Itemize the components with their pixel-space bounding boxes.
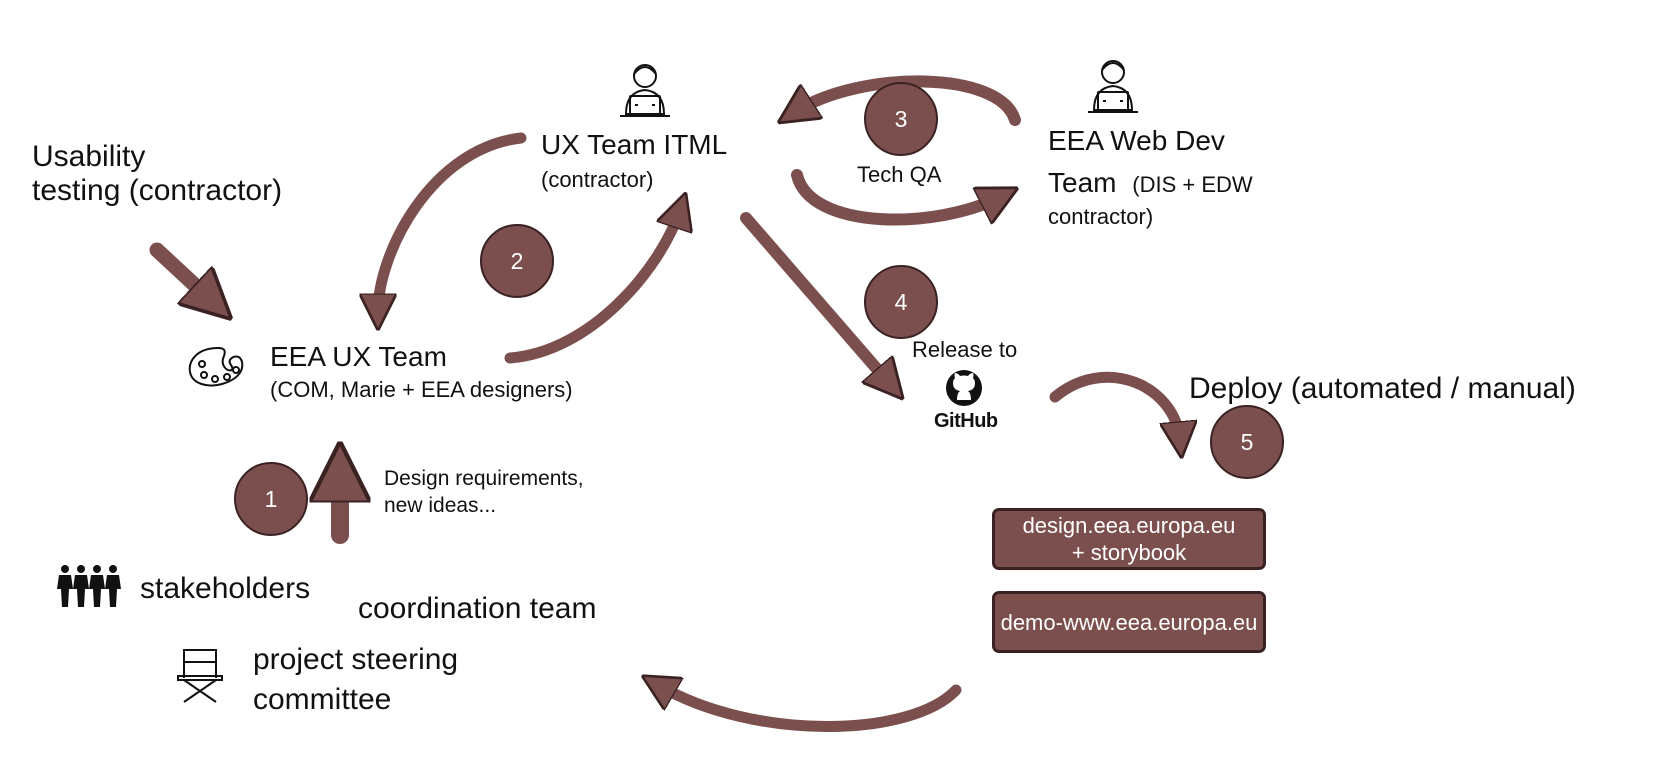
developer-laptop-icon bbox=[620, 64, 670, 117]
github-wordmark: GitHub bbox=[934, 410, 998, 432]
ux-itml-title: UX Team ITML bbox=[541, 129, 728, 160]
step-5-badge: 5 bbox=[1210, 405, 1284, 479]
tech-qa-label: Tech QA bbox=[857, 162, 942, 187]
ux-itml-subtitle: (contractor) bbox=[541, 167, 654, 192]
design-site-box: design.eea.europa.eu + storybook bbox=[992, 508, 1266, 570]
web-dev-note: (DIS + EDW bbox=[1132, 172, 1253, 197]
web-dev-note-line3: contractor) bbox=[1048, 204, 1154, 229]
eea-ux-title: EEA UX Team bbox=[270, 341, 447, 372]
step-1-badge: 1 bbox=[234, 462, 308, 536]
step-4-badge: 4 bbox=[864, 265, 938, 339]
eea-ux-subtitle: (COM, Marie + EEA designers) bbox=[270, 377, 573, 402]
stakeholders-label: stakeholders bbox=[140, 572, 311, 605]
design-requirements-label: Design requirements, new ideas... bbox=[384, 467, 584, 517]
deploy-label: Deploy (automated / manual) bbox=[1189, 372, 1576, 405]
demo-site-box: demo-www.eea.europa.eu bbox=[992, 591, 1266, 653]
coordination-team-label: coordination team bbox=[358, 592, 597, 625]
arrow-eea-ux-to-itml bbox=[504, 210, 680, 364]
release-label: Release to bbox=[912, 337, 1018, 362]
director-chair-icon bbox=[177, 649, 223, 703]
github-octocat-icon bbox=[946, 370, 982, 406]
people-group-icon bbox=[57, 565, 121, 607]
palette-icon bbox=[188, 346, 244, 387]
arrow-deploy bbox=[1049, 371, 1180, 440]
steering-committee-label: project steering committee bbox=[253, 643, 459, 716]
arrow-itml-to-webdev bbox=[791, 169, 1000, 226]
web-dev-title: EEA Web Dev bbox=[1048, 125, 1225, 156]
developer-laptop-icon bbox=[1088, 60, 1138, 113]
arrow-itml-to-github bbox=[740, 212, 890, 384]
arrow-usability-to-eea-ux bbox=[149, 242, 213, 302]
arrow-webdev-to-itml bbox=[795, 75, 1021, 126]
usability-testing-label: Usability testing (contractor) bbox=[32, 140, 283, 207]
web-dev-title-line2: Team (DIS + EDW bbox=[1048, 167, 1253, 198]
step-3-badge: 3 bbox=[864, 82, 938, 156]
arrow-itml-to-eea-ux bbox=[378, 132, 527, 312]
arrow-sites-to-coordination bbox=[658, 685, 962, 732]
step-2-badge: 2 bbox=[480, 224, 554, 298]
